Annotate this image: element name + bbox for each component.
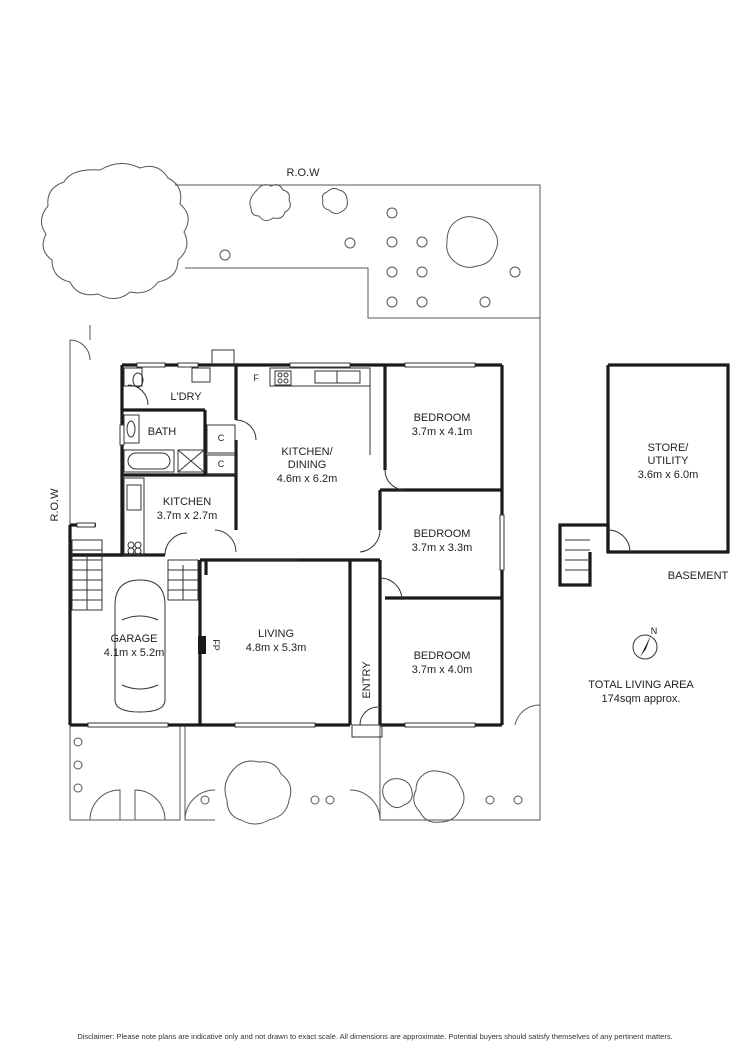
basement [558, 363, 730, 587]
shower-icon [177, 449, 205, 473]
kitchen-bench [123, 477, 145, 556]
room-kitchen-dining-size: 4.6m x 6.2m [277, 473, 338, 485]
disclaimer: Disclaimer: Please note plans are indica… [77, 1032, 673, 1041]
landscaping [41, 163, 523, 825]
room-bedroom-3-size: 3.7m x 4.0m [412, 664, 473, 676]
cooktop-icon [274, 370, 292, 386]
room-kitchen-label: KITCHEN [163, 496, 211, 508]
total-area-label: TOTAL LIVING AREA [588, 679, 694, 691]
fireplace-label: FP [211, 639, 221, 651]
room-bedroom-1-label: BEDROOM [414, 412, 471, 424]
kitchen-counter [269, 367, 371, 387]
room-laundry-label: L'DRY [170, 391, 202, 403]
room-bath-label: BATH [148, 426, 177, 438]
tree-icon [446, 216, 499, 268]
row-label-left: R.O.W [49, 488, 61, 522]
tree-icon [413, 770, 465, 823]
doors [127, 384, 406, 738]
tree-icon [249, 184, 291, 222]
fixtures [123, 349, 371, 654]
room-store-label: STORE/ [648, 442, 690, 454]
cupboard-label: C [218, 459, 225, 469]
toilet-icon [132, 372, 144, 388]
room-garage-label: GARAGE [110, 633, 157, 645]
room-bedroom-1-size: 3.7m x 4.1m [412, 426, 473, 438]
room-store-label: UTILITY [648, 455, 690, 467]
row-label-top: R.O.W [287, 167, 321, 179]
room-bedroom-2-size: 3.7m x 3.3m [412, 542, 473, 554]
bathtub-icon [123, 449, 175, 473]
cupboard-label: C [218, 433, 225, 443]
compass-north-label: N [651, 626, 658, 636]
basin-icon [123, 414, 140, 444]
shrubs [73, 207, 523, 805]
fridge-label: F [253, 373, 259, 383]
basement-label: BASEMENT [668, 570, 729, 582]
tree-icon [224, 760, 292, 825]
room-store-size: 3.6m x 6.0m [638, 469, 699, 481]
total-area-value: 174sqm approx. [602, 693, 681, 705]
sink-icon [126, 484, 142, 511]
room-garage-size: 4.1m x 5.2m [104, 647, 165, 659]
washer-icon [191, 367, 211, 383]
site-boundary [69, 184, 541, 821]
entry-label: ENTRY [361, 661, 373, 699]
fireplace-icon [198, 636, 206, 654]
room-living-size: 4.8m x 5.3m [246, 642, 307, 654]
room-kitchen-dining-label: KITCHEN/ [281, 446, 333, 458]
room-kitchen-size: 3.7m x 2.7m [157, 510, 218, 522]
windows [76, 362, 505, 728]
room-living-label: LIVING [258, 628, 294, 640]
car-icon [114, 579, 166, 713]
stairs [71, 539, 199, 611]
compass-icon: N [632, 626, 658, 660]
tree-icon [322, 187, 348, 215]
tree-icon [382, 778, 413, 809]
room-kitchen-dining-label: DINING [288, 459, 327, 471]
room-bedroom-2-label: BEDROOM [414, 528, 471, 540]
room-bedroom-3-label: BEDROOM [414, 650, 471, 662]
large-tree-icon [41, 163, 189, 299]
